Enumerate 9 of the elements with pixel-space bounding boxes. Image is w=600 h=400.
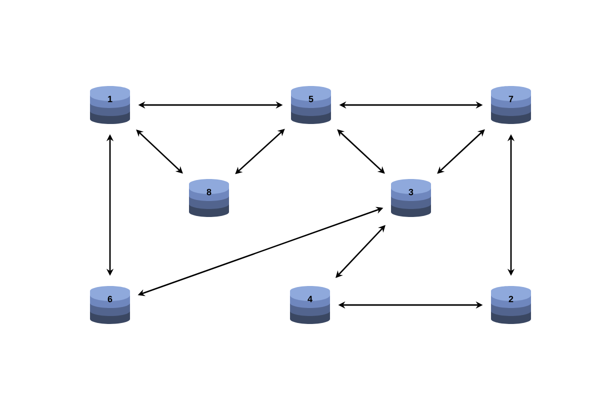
database-cylinder: 5 — [291, 86, 331, 124]
database-cylinder: 6 — [90, 286, 130, 324]
database-cylinder: 7 — [491, 86, 531, 124]
database-cylinder: 3 — [391, 179, 431, 217]
arrow — [336, 225, 386, 278]
database-cylinder: 2 — [491, 286, 531, 324]
database-cylinder: 8 — [189, 179, 229, 217]
database-cylinder: 1 — [90, 86, 130, 124]
database-cylinder: 4 — [290, 286, 330, 324]
